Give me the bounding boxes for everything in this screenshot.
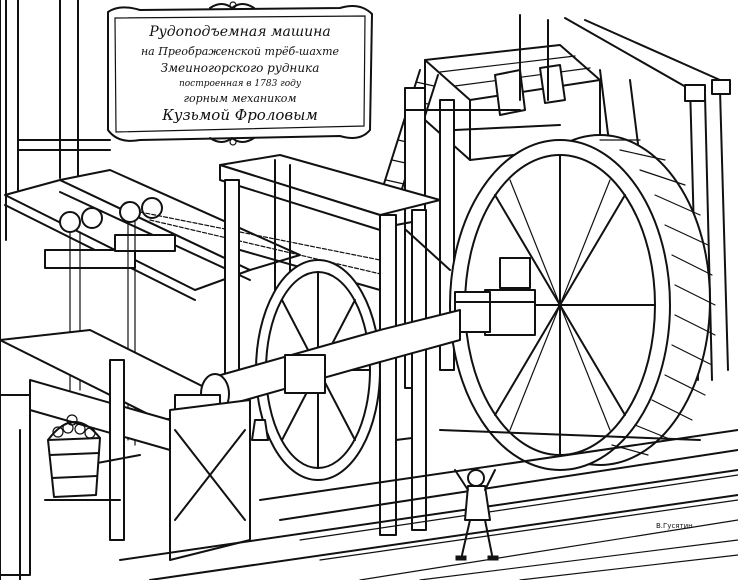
water-wheel: [449, 134, 716, 471]
title-cartouche: Рудоподъемная машина на Преображенской т…: [107, 1, 373, 146]
banner-line-3: Змеиногорского рудника: [161, 61, 320, 75]
main-shaft: [169, 309, 461, 561]
overhead-rods: [519, 14, 731, 381]
ore-bucket: [47, 414, 101, 498]
artist-signature: В.Гусятин: [656, 522, 693, 530]
banner-line-1: Рудоподъемная машина: [148, 24, 330, 40]
floor-planks: [119, 429, 738, 580]
banner-line-2: на Преображенской трёб-шахте: [141, 45, 340, 58]
central-frame: [219, 154, 451, 536]
wheel-housing: [381, 44, 601, 389]
background-pillar: [0, 0, 111, 580]
banner-line-4: построенная в 1783 году: [179, 79, 302, 89]
banner-line-5: горным механиком: [183, 92, 296, 105]
banner-line-6: Кузьмой Фроловым: [161, 106, 318, 124]
worker-figure: [454, 469, 499, 561]
